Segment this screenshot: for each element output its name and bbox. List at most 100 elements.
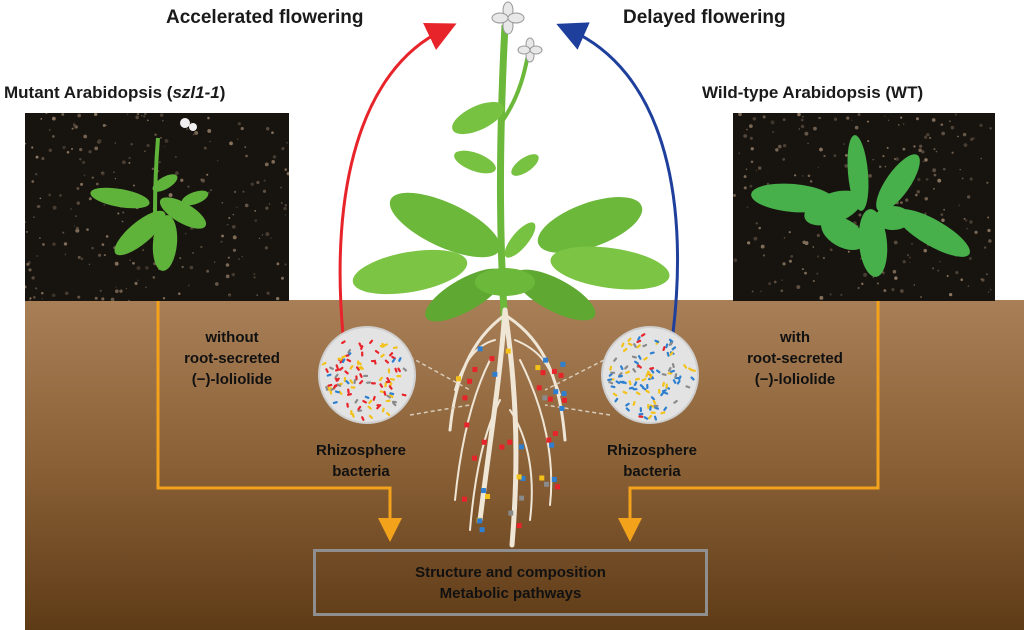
bacterium bbox=[327, 383, 333, 387]
bacterium bbox=[353, 379, 357, 385]
without-line-2: root-secreted bbox=[184, 350, 280, 367]
bacterium bbox=[672, 379, 677, 384]
soil-speck bbox=[94, 113, 98, 116]
bacterium bbox=[654, 339, 660, 344]
soil-speck bbox=[160, 113, 164, 117]
soil-speck bbox=[97, 253, 102, 257]
soil-speck bbox=[103, 203, 106, 206]
soil-speck bbox=[950, 125, 955, 130]
bacterium bbox=[402, 367, 408, 372]
bacterium bbox=[637, 355, 642, 360]
bacterium bbox=[341, 355, 347, 359]
bacterium bbox=[389, 352, 394, 357]
soil-speck bbox=[937, 269, 940, 272]
soil-speck bbox=[980, 157, 983, 160]
root-bacterium bbox=[464, 422, 470, 428]
soil-speck bbox=[804, 131, 809, 136]
bacterium bbox=[638, 412, 644, 416]
soil-speck bbox=[809, 180, 813, 183]
soil-speck bbox=[951, 151, 954, 154]
soil-speck bbox=[253, 276, 256, 279]
bacterium bbox=[646, 383, 649, 389]
soil-speck bbox=[746, 128, 748, 131]
bacterium bbox=[662, 346, 666, 352]
soil-speck bbox=[264, 162, 269, 167]
root-bacterium bbox=[462, 395, 468, 401]
soil-speck bbox=[968, 256, 972, 260]
bacterium bbox=[637, 364, 642, 369]
root-bacterium bbox=[516, 474, 522, 480]
soil-speck bbox=[935, 150, 938, 153]
soil-speck bbox=[757, 166, 762, 170]
bacterium bbox=[381, 407, 385, 413]
accelerated-arrow bbox=[338, 23, 457, 336]
soil-speck bbox=[114, 289, 119, 294]
soil-speck bbox=[989, 127, 992, 130]
soil-speck bbox=[162, 297, 166, 300]
bacterium bbox=[633, 343, 637, 348]
soil-speck bbox=[783, 237, 786, 239]
soil-speck bbox=[216, 160, 219, 162]
soil-speck bbox=[966, 227, 968, 230]
soil-speck bbox=[749, 136, 753, 140]
soil-speck bbox=[872, 158, 875, 161]
soil-speck bbox=[95, 182, 99, 186]
soil-speck bbox=[823, 154, 826, 158]
soil-speck bbox=[263, 179, 266, 182]
bacterium bbox=[396, 375, 402, 378]
soil-speck bbox=[923, 248, 928, 253]
bacterium bbox=[660, 411, 666, 415]
soil-speck bbox=[738, 113, 742, 117]
bacterium bbox=[339, 366, 344, 371]
soil-speck bbox=[128, 299, 130, 301]
bacterium bbox=[658, 388, 661, 394]
soil-speck bbox=[232, 248, 237, 252]
soil-speck bbox=[905, 198, 909, 202]
soil-speck bbox=[187, 185, 190, 188]
soil-speck bbox=[762, 115, 766, 119]
bacterium bbox=[615, 380, 621, 385]
soil-speck bbox=[192, 133, 195, 136]
soil-speck bbox=[35, 287, 38, 290]
soil-speck bbox=[768, 282, 772, 286]
soil-speck bbox=[88, 263, 91, 266]
soil-speck bbox=[913, 284, 915, 286]
soil-speck bbox=[829, 248, 833, 252]
root-bacterium bbox=[536, 385, 542, 391]
with-loliolide-label: with root-secreted (−)-loliolide bbox=[731, 327, 859, 390]
soil-speck bbox=[894, 276, 898, 280]
bacterium bbox=[635, 391, 641, 396]
soil-speck bbox=[733, 193, 737, 197]
soil-speck bbox=[760, 244, 765, 249]
soil-speck bbox=[752, 116, 757, 121]
soil-speck bbox=[270, 237, 272, 239]
bacterium bbox=[649, 405, 652, 411]
soil-speck bbox=[860, 257, 862, 260]
soil-speck bbox=[773, 280, 777, 284]
soil-speck bbox=[915, 117, 919, 121]
soil-speck bbox=[903, 123, 905, 125]
soil-speck bbox=[154, 133, 157, 136]
soil-speck bbox=[943, 208, 946, 211]
bacterium bbox=[332, 384, 338, 389]
soil-speck bbox=[918, 148, 922, 153]
root-bacterium bbox=[472, 366, 478, 372]
soil-speck bbox=[188, 284, 190, 287]
soil-speck bbox=[244, 203, 249, 208]
soil-speck bbox=[819, 117, 822, 119]
soil-speck bbox=[807, 142, 809, 144]
bacterium bbox=[363, 374, 369, 378]
root-bacterium bbox=[543, 357, 549, 363]
bacterium bbox=[359, 380, 364, 385]
soil-speck bbox=[220, 240, 223, 243]
soil-speck bbox=[119, 289, 123, 293]
soil-speck bbox=[51, 293, 56, 298]
soil-speck bbox=[229, 141, 233, 146]
soil-speck bbox=[276, 262, 280, 266]
bacterium bbox=[678, 375, 682, 381]
root-bacterium bbox=[472, 455, 478, 461]
left-flow-line bbox=[156, 300, 402, 542]
soil-speck bbox=[184, 232, 187, 235]
bacterium bbox=[347, 388, 350, 394]
soil-speck bbox=[25, 285, 27, 289]
